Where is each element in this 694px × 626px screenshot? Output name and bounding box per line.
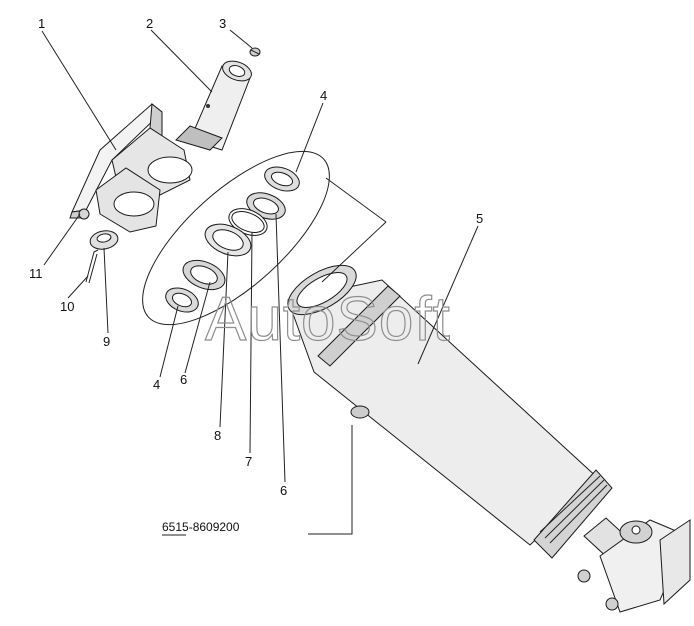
- leader-lines: [41, 29, 479, 535]
- bushing-part-8: [204, 223, 252, 257]
- ring-part-4-lower: [165, 287, 199, 313]
- callout-9: 9: [103, 334, 110, 349]
- callout-4-upper: 4: [320, 88, 327, 103]
- ring-part-7: [228, 208, 268, 236]
- ring-part-4-upper: [264, 166, 300, 192]
- callout-3: 3: [219, 16, 226, 31]
- callout-2: 2: [146, 16, 153, 31]
- pin-part-2: [175, 60, 252, 151]
- watermark: AutoSoft: [205, 285, 451, 354]
- callout-10: 10: [60, 299, 74, 314]
- callout-6-upper: 6: [280, 483, 287, 498]
- fitting-part-3: [249, 47, 261, 57]
- callout-1: 1: [38, 16, 45, 31]
- callout-4-lower: 4: [153, 377, 160, 392]
- cotter-pin-part-10: [85, 249, 99, 284]
- cylinder-part-5: [287, 264, 691, 613]
- callout-11: 11: [29, 266, 43, 281]
- assembly-part-number: 6515-8609200: [162, 520, 240, 534]
- callout-6-lower: 6: [180, 372, 187, 387]
- callout-8: 8: [214, 428, 221, 443]
- callout-labels: 1 2 3 4 5 11 10 9 4 6 8 7 6: [29, 16, 483, 498]
- callout-5: 5: [476, 211, 483, 226]
- seal-kit-outline: [142, 150, 330, 326]
- nut-part-9: [89, 230, 119, 250]
- bracket-part-1: [69, 103, 193, 233]
- ring-part-6-lower: [182, 259, 226, 291]
- callout-7: 7: [245, 454, 252, 469]
